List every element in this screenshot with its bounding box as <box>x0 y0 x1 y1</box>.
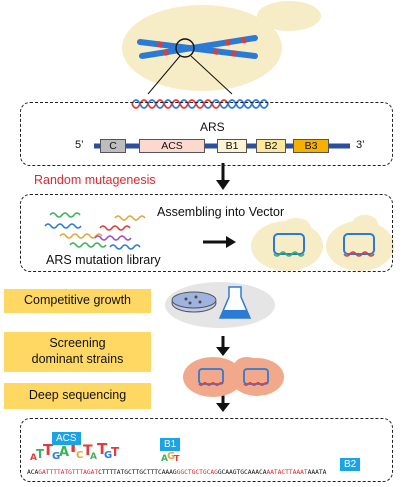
svg-text:A: A <box>90 452 97 462</box>
tag-b2: B2 <box>340 458 361 471</box>
down-arrow-1 <box>216 163 230 190</box>
tag-acs: ACS <box>52 432 81 445</box>
vector-cells <box>251 215 394 271</box>
svg-text:C: C <box>76 450 83 461</box>
svg-text:T: T <box>83 443 93 459</box>
svg-text:T: T <box>97 440 108 458</box>
svg-text:T: T <box>43 441 54 459</box>
svg-text:G: G <box>52 451 60 462</box>
mutation-library-fragments <box>44 212 146 250</box>
element-b1: B1 <box>217 139 247 153</box>
growth-plate-and-flask <box>165 282 275 328</box>
svg-text:A: A <box>161 454 168 464</box>
ars-sequence: ACAGATTTTATGTTTAGATCTTTTATGCTTGCTTTCAAAG… <box>27 469 327 476</box>
svg-text:A: A <box>30 453 37 463</box>
svg-text:G: G <box>167 451 175 462</box>
zoom-circle <box>175 38 195 58</box>
random-mutagenesis-label: Random mutagenesis <box>34 173 156 187</box>
sequencing-box <box>20 418 393 482</box>
step-competitive-growth: Competitive growth <box>4 289 151 313</box>
tag-b1: B1 <box>160 438 181 451</box>
element-b2: B2 <box>256 139 286 153</box>
svg-text:T: T <box>111 445 120 459</box>
svg-text:G: G <box>104 450 112 461</box>
chromosome <box>137 35 258 59</box>
element-c: C <box>100 139 126 153</box>
assembling-label: Assembling into Vector <box>157 205 285 219</box>
three-prime-label: 3’ <box>356 139 365 151</box>
right-arrow <box>203 236 236 248</box>
step-screening: Screening dominant strains <box>4 332 151 372</box>
svg-text:T: T <box>174 454 180 463</box>
yeast-bud <box>257 1 321 31</box>
library-label: ARS mutation library <box>46 253 161 267</box>
ars-label: ARS <box>200 120 225 134</box>
ars-elements: C ACS B1 B2 B3 <box>0 139 410 153</box>
element-acs: ACS <box>139 139 205 153</box>
five-prime-label: 5’ <box>75 139 84 151</box>
ars-box <box>20 102 393 166</box>
step-deep-sequencing: Deep sequencing <box>4 383 151 409</box>
down-arrow-2 <box>216 336 230 356</box>
library-box <box>20 194 393 272</box>
dominant-strain-cells <box>183 357 284 397</box>
element-b3: B3 <box>293 139 329 153</box>
svg-text:A: A <box>59 445 69 460</box>
svg-text:T: T <box>36 447 45 461</box>
